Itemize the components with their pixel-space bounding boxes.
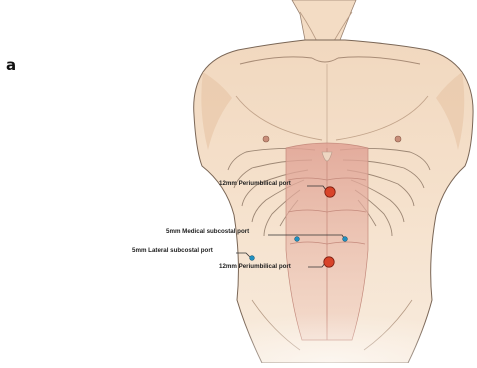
port-marker-periumbilical-lower xyxy=(324,257,334,267)
port-marker-periumbilical-upper xyxy=(325,187,335,197)
bottom-fade xyxy=(180,280,477,363)
port-marker-medial-subcostal-1 xyxy=(295,237,300,242)
port-marker-medial-subcostal-2 xyxy=(343,237,348,242)
port-marker-lateral-subcostal xyxy=(250,256,255,261)
callout-periumbilical-port-lower: 12mm Periumbilical port xyxy=(219,264,291,270)
panel-label: a xyxy=(6,56,16,74)
callout-medial-subcostal-port: 5mm Medical subcostal port xyxy=(166,229,249,235)
callout-lateral-subcostal-port: 5mm Lateral subcostal port xyxy=(132,248,213,254)
right-nipple xyxy=(395,136,401,142)
callout-periumbilical-port-upper: 12mm Periumbilical port xyxy=(219,181,291,187)
left-nipple xyxy=(263,136,269,142)
